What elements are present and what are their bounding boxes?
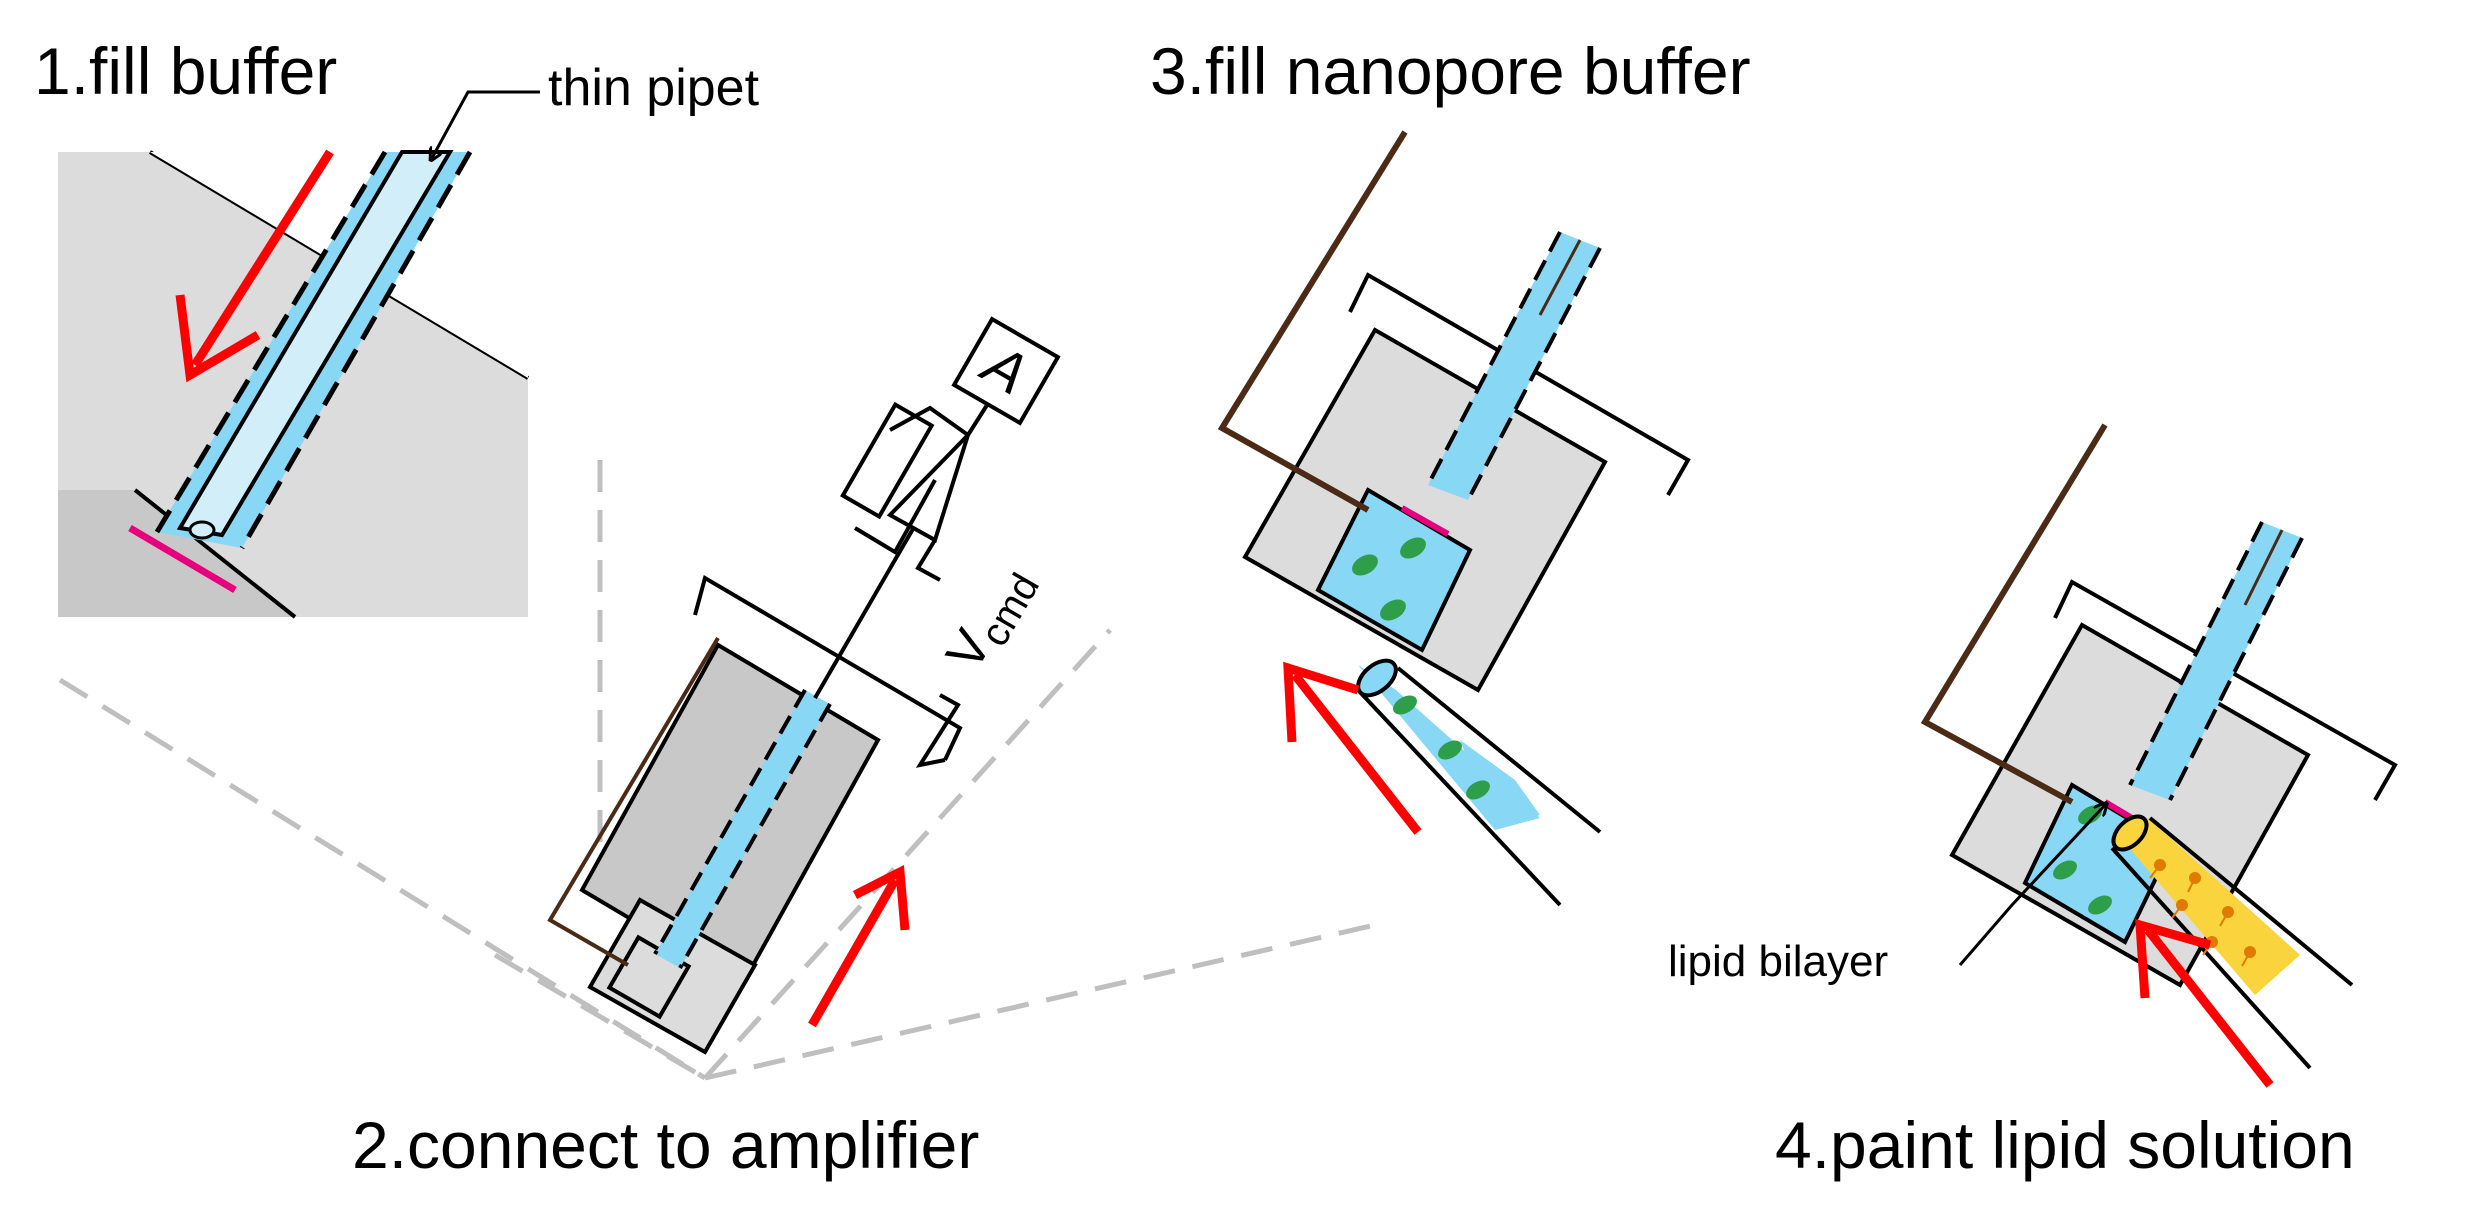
- pipette-tip-4: [2111, 814, 2149, 852]
- fill-arrowhead-3: [1283, 661, 1360, 743]
- droplet: [1466, 780, 1490, 800]
- fill-arrowhead: [175, 294, 261, 383]
- electrode-wire: [547, 636, 720, 967]
- step3-title: 3.fill nanopore buffer: [1150, 34, 1751, 108]
- droplet: [1393, 695, 1417, 715]
- bilayer-leader: [1958, 805, 2105, 966]
- chamber-wall-top: [693, 574, 963, 761]
- paint-arrowhead: [2135, 918, 2212, 999]
- membrane-3: [1400, 505, 1450, 537]
- buffer-channel-4: [2130, 522, 2302, 800]
- step1-title: 1.fill buffer: [34, 34, 338, 108]
- ammeter-box: [951, 316, 1061, 426]
- electrode-3: [1217, 130, 1408, 513]
- step1-inset: [58, 90, 540, 619]
- lipid-molecules: [2149, 859, 2256, 967]
- droplet: [1438, 740, 1462, 760]
- pipette-tip-3: [1356, 658, 1398, 698]
- step2-assembly: [547, 316, 1061, 1055]
- fill-direction-arrow: [191, 149, 334, 368]
- droplet: [2053, 860, 2077, 880]
- membrane: [128, 524, 237, 594]
- step4-assembly: [1920, 423, 2398, 1088]
- electrode-4: [1920, 423, 2108, 805]
- connect-arrowhead: [852, 864, 910, 931]
- paint-arrow: [2144, 927, 2274, 1088]
- buffer-channel-2: [655, 690, 830, 968]
- thin-pipet-label: thin pipet: [548, 59, 760, 117]
- step3-assembly: [1217, 130, 1691, 907]
- step4-title: 4.paint lipid solution: [1775, 1108, 2355, 1182]
- fill-arrow-3: [1291, 672, 1422, 835]
- pipet-label-leader: [432, 90, 540, 158]
- lipid-bilayer-label: lipid bilayer: [1668, 937, 1889, 986]
- vcmd-input: [915, 538, 941, 582]
- zoom-guide-lines: [58, 460, 1376, 1081]
- inset-block-edge: [133, 488, 297, 619]
- droplet: [2088, 895, 2112, 915]
- droplet: [1400, 537, 1426, 559]
- droplet: [1352, 554, 1378, 576]
- step2-title: 2.connect to amplifier: [352, 1108, 980, 1182]
- connect-arrow: [808, 877, 899, 1028]
- droplet: [1380, 599, 1406, 621]
- channel-wall-right: [239, 150, 473, 550]
- pipet-tip: [188, 520, 216, 540]
- buffer-channel-3: [1428, 232, 1600, 500]
